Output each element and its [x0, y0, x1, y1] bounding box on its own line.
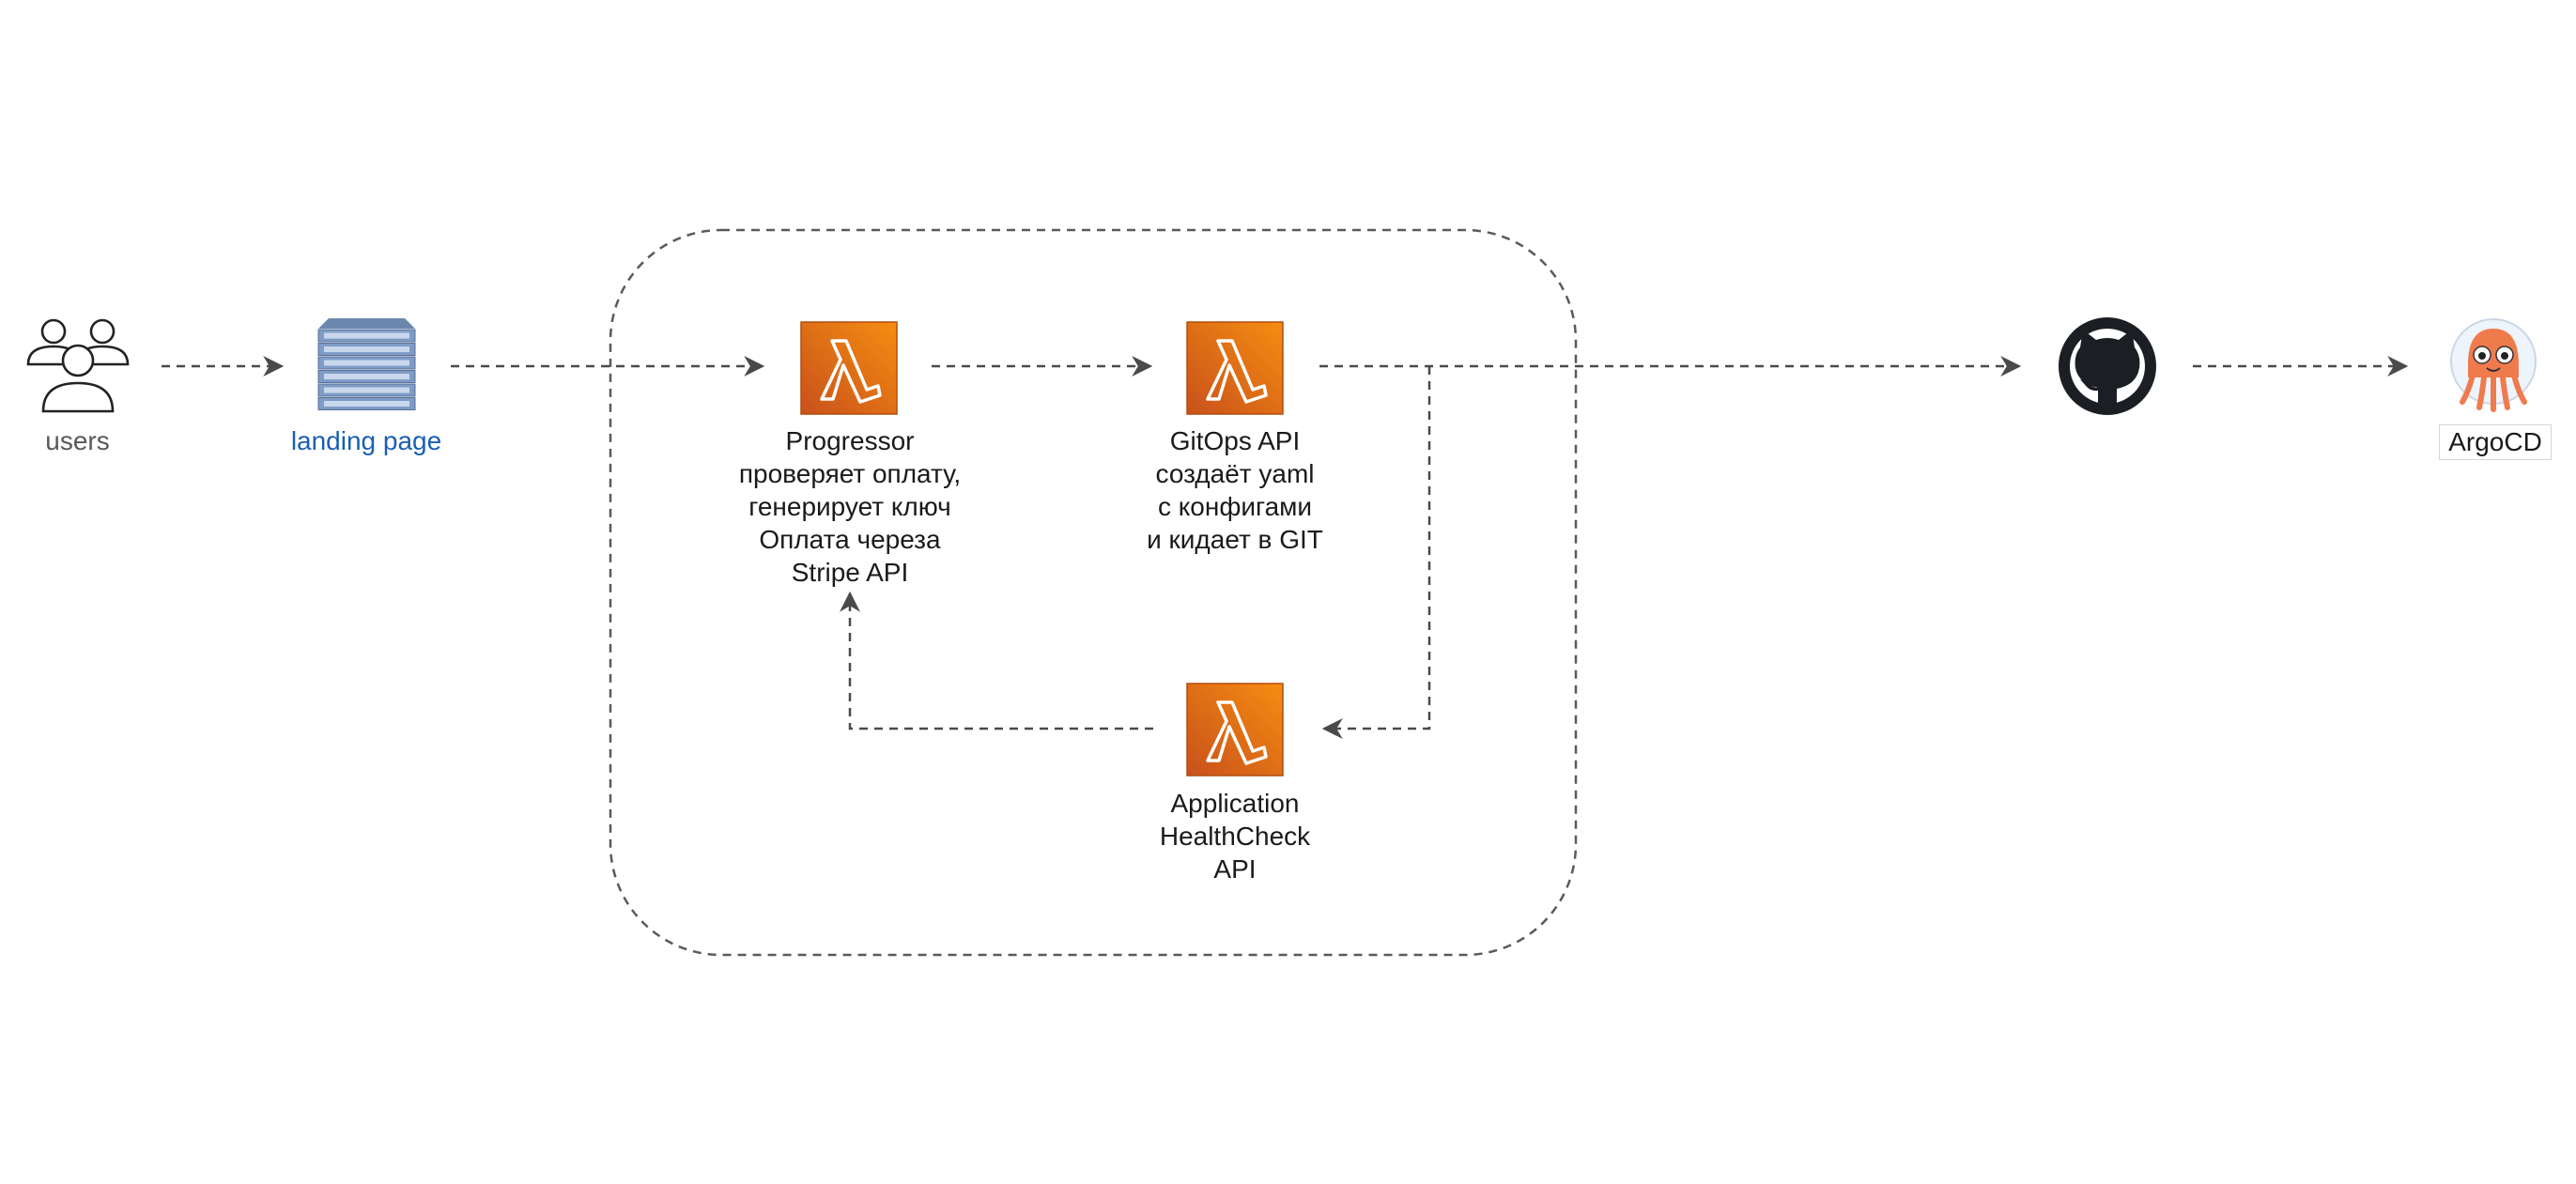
users-icon: [26, 318, 130, 413]
healthcheck-api-label: Application HealthCheck API: [1159, 789, 1311, 884]
argocd-label: ArgoCD: [2439, 424, 2552, 460]
users-label: users: [45, 426, 110, 455]
github-icon: [2059, 317, 2156, 415]
progressor-label: Progressor проверяет оплату, генерирует …: [738, 426, 962, 587]
aws-lambda-icon: [800, 321, 898, 415]
landing-page-label: landing page: [290, 426, 442, 455]
arrow-gitops-to-healthcheck: [1321, 366, 1431, 739]
gitops-api-label: GitOps API создаёт yaml с конфигами и ки…: [1147, 426, 1323, 554]
argocd-octopus-icon: [2450, 318, 2537, 412]
aws-lambda-icon: [1186, 321, 1284, 415]
processing-group-boundary: [609, 228, 1578, 957]
server-stack-icon: [317, 318, 416, 410]
aws-lambda-icon: [1186, 683, 1284, 777]
arrow-healthcheck-to-progressor: [840, 591, 1153, 730]
